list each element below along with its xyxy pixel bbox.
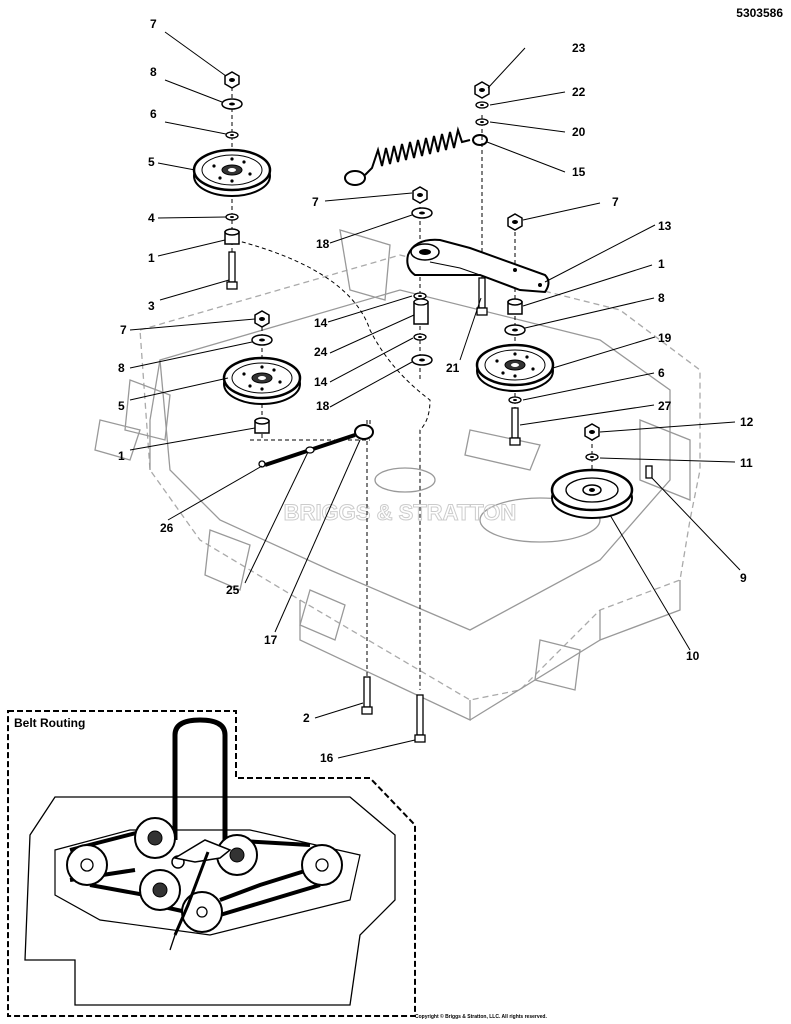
spacer-1-upper-left [224, 228, 240, 245]
callout-5: 5 [148, 155, 155, 169]
callout-13: 13 [658, 219, 672, 233]
idler-pulley-5-lower [222, 356, 302, 406]
bolt-16 [414, 694, 426, 743]
washer-8-upper-left [221, 98, 243, 110]
bushing-14-upper [413, 292, 427, 300]
idler-arm-13 [406, 238, 550, 294]
callout-16: 16 [320, 751, 334, 765]
callout-4: 4 [148, 211, 155, 225]
nut-7-lower-left [254, 310, 270, 328]
callout-1: 1 [118, 449, 125, 463]
callout-7: 7 [120, 323, 127, 337]
callout-24: 24 [314, 345, 328, 359]
spacer-1-right [507, 298, 523, 315]
bushing-14-lower [413, 333, 427, 341]
callout-17: 17 [264, 633, 278, 647]
callout-6: 6 [658, 366, 665, 380]
bolt-27 [509, 407, 521, 446]
pulley-19 [475, 343, 555, 393]
callout-14: 14 [314, 375, 328, 389]
nut-7-right [507, 213, 523, 231]
callout-25: 25 [226, 583, 240, 597]
nut-23 [474, 81, 490, 99]
callout-3: 3 [148, 299, 155, 313]
spring-15 [344, 126, 488, 186]
callout-20: 20 [572, 125, 586, 139]
callout-12: 12 [740, 415, 754, 429]
washer-4 [225, 213, 239, 221]
bolt-3 [226, 251, 238, 290]
callout-1: 1 [148, 251, 155, 265]
washer-6-upper-left [225, 131, 239, 139]
callout-27: 27 [658, 399, 672, 413]
callout-21: 21 [446, 361, 460, 375]
callout-1: 1 [658, 257, 665, 271]
idler-pulley-5-upper [192, 148, 272, 198]
callout-5: 5 [118, 399, 125, 413]
part-number: 5303586 [736, 6, 783, 20]
callout-7: 7 [150, 17, 157, 31]
callout-7: 7 [312, 195, 319, 209]
bolt-2 [361, 676, 373, 715]
key-9 [645, 465, 653, 479]
callout-8: 8 [150, 65, 157, 79]
callout-18: 18 [316, 399, 330, 413]
callout-15: 15 [572, 165, 586, 179]
bushing-20 [475, 118, 489, 126]
callout-14: 14 [314, 316, 328, 330]
washer-11 [585, 453, 599, 461]
callout-labels: 7 8 6 5 4 1 3 7 8 5 1 26 25 17 2 16 23 2… [74, 17, 754, 779]
nut-12 [584, 423, 600, 441]
callout-9: 9 [740, 571, 747, 585]
callout-22: 22 [572, 85, 586, 99]
spacer-1-lower-left [254, 417, 270, 434]
callout-6: 6 [150, 107, 157, 121]
washer-22 [475, 101, 489, 109]
callout-2: 2 [303, 711, 310, 725]
mower-deck [94, 229, 701, 722]
washer-8-right [504, 324, 526, 336]
copyright: Copyright © Briggs & Stratton, LLC. All … [415, 1014, 547, 1020]
callout-23: 23 [572, 41, 586, 55]
callout-26: 26 [160, 521, 174, 535]
watermark: BRIGGS & STRATTON [284, 500, 517, 525]
callout-11: 11 [740, 456, 753, 470]
nut-7-center [412, 186, 428, 204]
callout-8: 8 [118, 361, 125, 375]
washer-18-lower [411, 354, 433, 366]
washer-6-right [508, 396, 522, 404]
callout-19: 19 [658, 331, 672, 345]
washer-18-upper [411, 207, 433, 219]
nut-7-upper-left [224, 71, 240, 89]
washer-8-lower-left [251, 334, 273, 346]
callout-7: 7 [612, 195, 619, 209]
callout-10: 10 [686, 649, 700, 663]
callout-18: 18 [316, 237, 330, 251]
sleeve-24 [413, 298, 429, 325]
tension-rod-17 [258, 424, 374, 468]
callout-8: 8 [658, 291, 665, 305]
spindle-pulley-10 [550, 468, 634, 519]
belt-routing-inset [7, 710, 416, 1017]
bolt-21 [476, 277, 488, 316]
belt-routing-title: Belt Routing [14, 716, 86, 730]
